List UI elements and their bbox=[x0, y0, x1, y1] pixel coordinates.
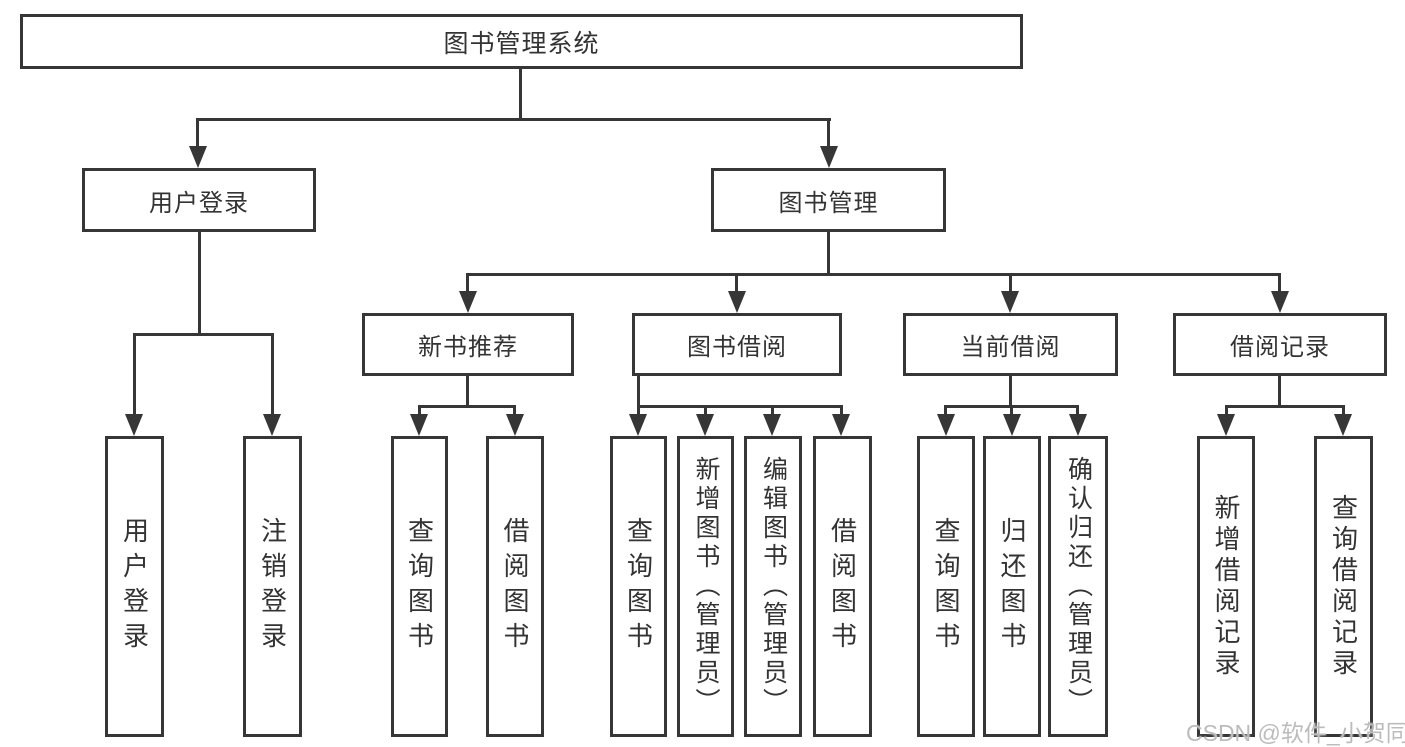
connector-leaf-logout-drop bbox=[271, 333, 274, 416]
connector-new-book-stub bbox=[466, 376, 469, 405]
node-book-borrow-label: 图书借阅 bbox=[687, 334, 787, 361]
arrowhead-return-book bbox=[1003, 414, 1021, 436]
node-leaf-logout-label: 注销登录 bbox=[257, 516, 288, 657]
arrowhead-leaf-logout bbox=[263, 414, 281, 436]
connector-book-mgmt-stub bbox=[827, 232, 830, 273]
node-leaf-query-book-2-label: 查询图书 bbox=[623, 516, 654, 657]
connector-edit-book-drop bbox=[771, 405, 774, 417]
node-leaf-edit-book-admin-label: 编辑图书（管理员） bbox=[759, 456, 788, 717]
node-leaf-query-book-1-label: 查询图书 bbox=[404, 516, 435, 657]
arrowhead-user-login bbox=[189, 146, 207, 168]
connector-query-book-2-drop bbox=[637, 405, 640, 417]
connector-borrow-records-stub bbox=[1278, 376, 1281, 405]
node-leaf-user-login-label: 用户登录 bbox=[119, 516, 150, 657]
watermark: CSDN @软件_小贺同学 bbox=[1186, 720, 1405, 746]
connector-user-login-drop bbox=[196, 118, 199, 148]
connector-root-stub bbox=[519, 69, 522, 118]
node-leaf-borrow-book-1-label: 借阅图书 bbox=[500, 516, 530, 657]
connector-user-login-stub bbox=[198, 232, 201, 333]
node-book-borrow: 图书借阅 bbox=[632, 313, 842, 376]
arrowhead-query-book-3 bbox=[937, 414, 955, 436]
node-leaf-logout: 注销登录 bbox=[243, 436, 302, 737]
node-new-book-recommend-label: 新书推荐 bbox=[418, 334, 518, 361]
arrowhead-borrow-book-1 bbox=[506, 414, 524, 436]
connector-add-record-drop bbox=[1225, 405, 1228, 417]
node-root: 图书管理系统 bbox=[20, 14, 1023, 69]
connector-query-record-drop bbox=[1342, 405, 1345, 417]
node-leaf-borrow-book-1: 借阅图书 bbox=[486, 436, 544, 737]
node-user-login: 用户登录 bbox=[82, 168, 316, 232]
connector-new-book-drop bbox=[466, 273, 469, 293]
node-leaf-borrow-book-2-label: 借阅图书 bbox=[827, 516, 858, 657]
arrowhead-add-borrow-record bbox=[1217, 414, 1235, 436]
connector-book-borrow-stub bbox=[637, 376, 640, 405]
node-user-login-label: 用户登录 bbox=[149, 189, 249, 217]
connector-query-book-3-drop bbox=[944, 405, 947, 417]
node-borrow-records-label: 借阅记录 bbox=[1230, 334, 1330, 361]
node-leaf-confirm-return-admin: 确认归还（管理员） bbox=[1048, 436, 1108, 737]
connector-book-borrow-rail bbox=[637, 405, 843, 408]
connector-borrow-records-drop bbox=[1278, 273, 1281, 293]
connector-borrow-book-2-drop bbox=[840, 405, 843, 417]
arrowhead-book-mgmt bbox=[820, 146, 838, 168]
node-root-label: 图书管理系统 bbox=[443, 29, 600, 58]
connector-current-borrow-drop bbox=[1009, 273, 1012, 293]
connector-borrow-book-1-drop bbox=[513, 405, 516, 417]
node-leaf-add-borrow-record: 新增借阅记录 bbox=[1197, 436, 1255, 737]
node-leaf-add-book-admin: 新增图书（管理员） bbox=[677, 436, 734, 737]
arrowhead-query-borrow-record bbox=[1334, 414, 1352, 436]
node-leaf-query-borrow-record: 查询借阅记录 bbox=[1314, 436, 1373, 737]
connector-book-mgmt-drop bbox=[827, 118, 830, 148]
node-new-book-recommend: 新书推荐 bbox=[362, 313, 574, 376]
node-leaf-query-book-1: 查询图书 bbox=[391, 436, 448, 737]
connector-book-borrow-drop bbox=[735, 273, 738, 293]
node-leaf-borrow-book-2: 借阅图书 bbox=[813, 436, 872, 737]
node-leaf-edit-book-admin: 编辑图书（管理员） bbox=[744, 436, 802, 737]
connector-level2-rail bbox=[196, 118, 831, 121]
arrowhead-edit-book-admin bbox=[763, 414, 781, 436]
arrowhead-book-borrow bbox=[728, 291, 746, 313]
connector-new-book-rail bbox=[418, 405, 516, 408]
arrowhead-new-book-recommend bbox=[459, 291, 477, 313]
node-leaf-return-book: 归还图书 bbox=[983, 436, 1041, 737]
node-leaf-add-book-admin-label: 新增图书（管理员） bbox=[692, 456, 720, 717]
arrowhead-borrow-records bbox=[1271, 291, 1289, 313]
connector-user-login-rail bbox=[133, 333, 274, 336]
node-book-management: 图书管理 bbox=[711, 168, 946, 232]
node-leaf-return-book-label: 归还图书 bbox=[997, 516, 1027, 657]
connector-level3-rail bbox=[466, 273, 1281, 276]
node-current-borrow-label: 当前借阅 bbox=[960, 334, 1061, 361]
arrowhead-confirm-return-admin bbox=[1069, 414, 1087, 436]
node-leaf-query-book-3: 查询图书 bbox=[917, 436, 975, 737]
connector-current-borrow-stub bbox=[1009, 376, 1012, 405]
node-leaf-query-borrow-record-label: 查询借阅记录 bbox=[1328, 493, 1359, 680]
arrowhead-query-book-1 bbox=[410, 414, 428, 436]
connector-borrow-records-rail bbox=[1225, 405, 1345, 408]
connector-leaf-user-login-drop bbox=[133, 333, 136, 416]
connector-add-book-drop bbox=[704, 405, 707, 417]
node-leaf-user-login: 用户登录 bbox=[105, 436, 164, 737]
arrowhead-borrow-book-2 bbox=[832, 414, 850, 436]
connector-query-book-1-drop bbox=[418, 405, 421, 417]
arrowhead-leaf-user-login bbox=[125, 414, 143, 436]
arrowhead-add-book-admin bbox=[696, 414, 714, 436]
node-leaf-add-borrow-record-label: 新增借阅记录 bbox=[1211, 493, 1241, 680]
node-book-management-label: 图书管理 bbox=[778, 189, 879, 217]
node-borrow-records: 借阅记录 bbox=[1173, 313, 1387, 376]
connector-return-book-drop bbox=[1010, 405, 1013, 417]
node-leaf-confirm-return-admin-label: 确认归还（管理员） bbox=[1064, 456, 1093, 717]
arrowhead-query-book-2 bbox=[629, 414, 647, 436]
connector-confirm-return-drop bbox=[1076, 405, 1079, 417]
node-leaf-query-book-2: 查询图书 bbox=[610, 436, 667, 737]
node-current-borrow: 当前借阅 bbox=[903, 313, 1118, 376]
node-leaf-query-book-3-label: 查询图书 bbox=[931, 516, 961, 657]
arrowhead-current-borrow bbox=[1001, 291, 1019, 313]
